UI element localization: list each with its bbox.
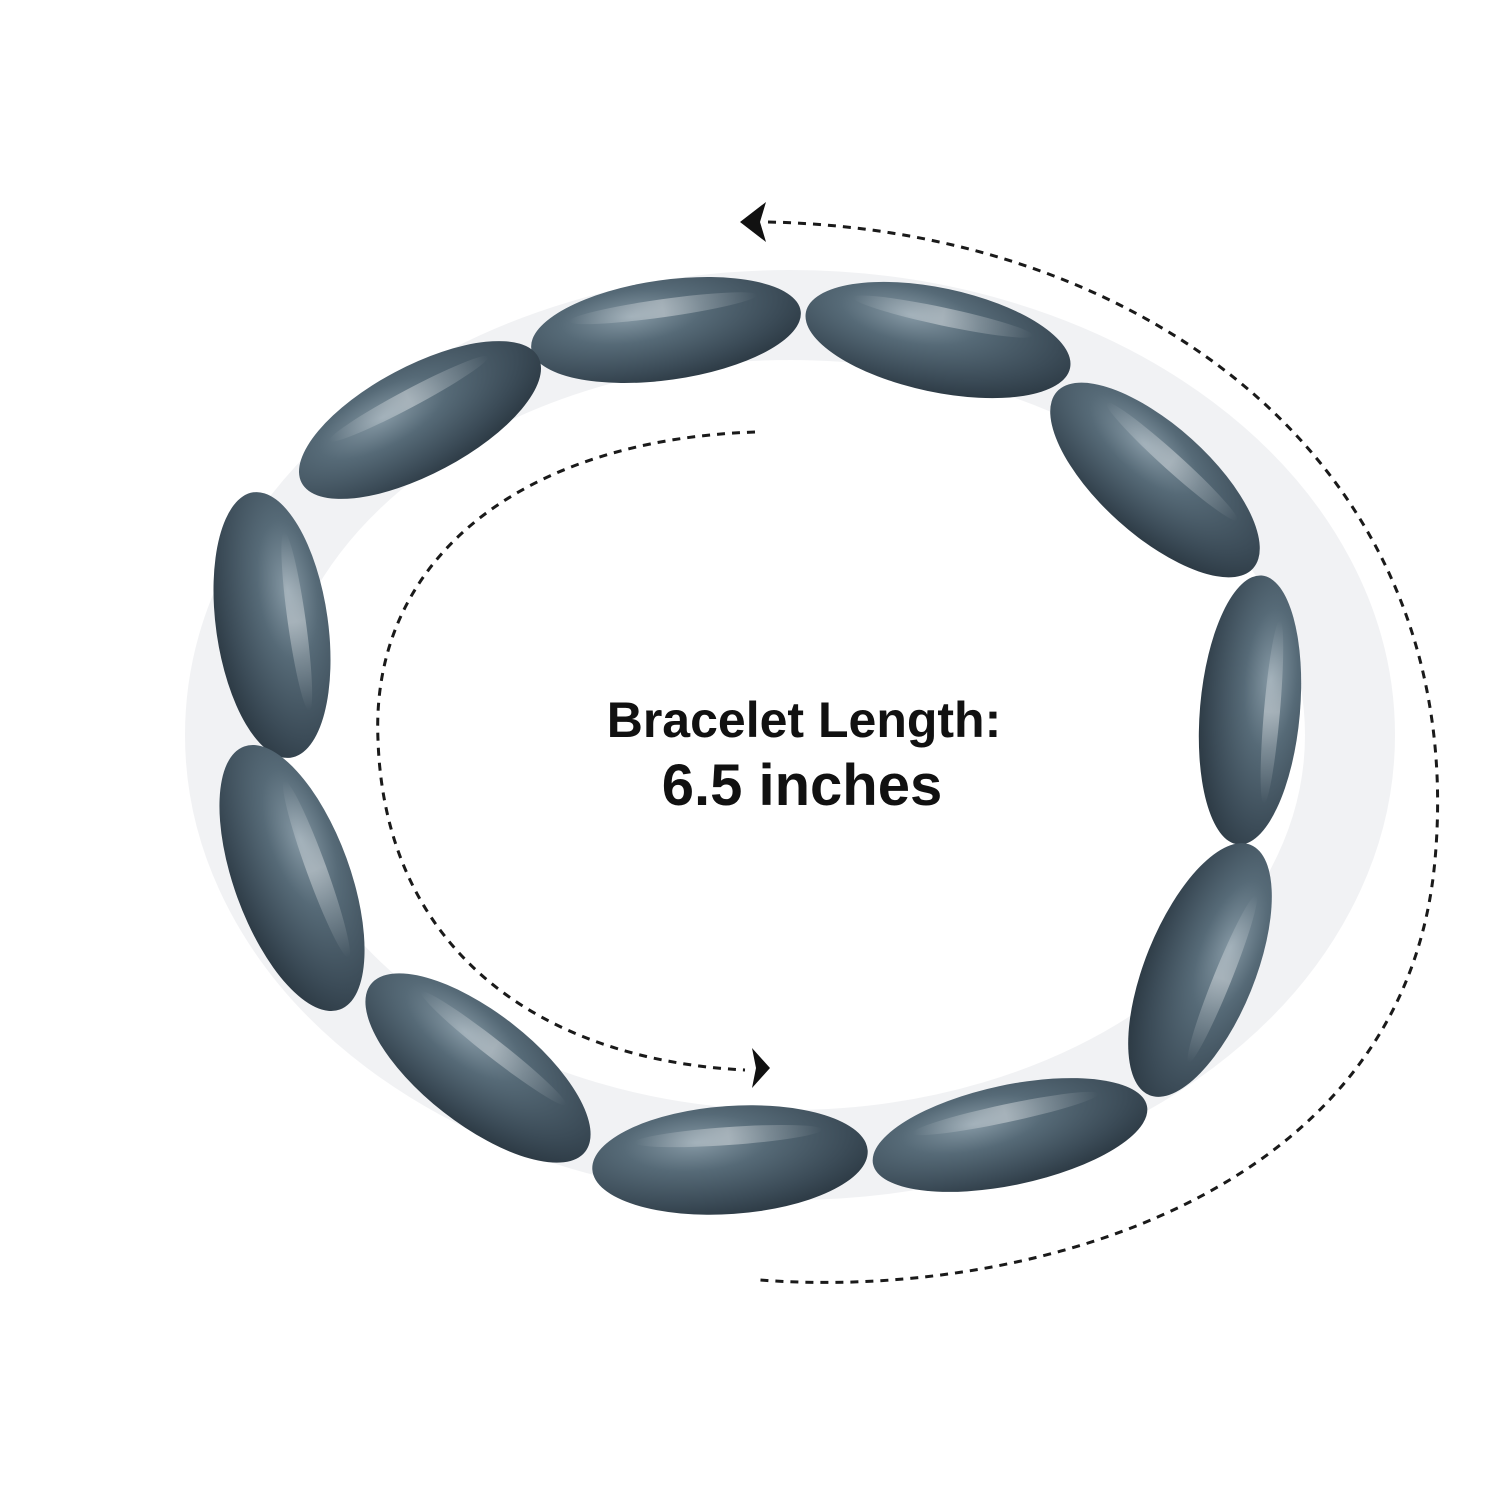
- bead: [531, 276, 801, 384]
- inner-measure-arc: [376, 430, 756, 1072]
- bead: [213, 492, 331, 758]
- bracelet-beads: [213, 276, 1302, 1215]
- bead: [872, 1078, 1148, 1192]
- bead: [1198, 575, 1302, 845]
- bead: [805, 281, 1071, 399]
- bead: [1128, 843, 1272, 1097]
- bead: [365, 973, 591, 1163]
- arrowhead-right-icon: [752, 1048, 770, 1088]
- bead: [298, 341, 542, 499]
- outer-measure-arc: [759, 220, 1440, 1284]
- arrowhead-left-icon: [740, 202, 766, 242]
- bead: [592, 1105, 868, 1215]
- bead: [219, 744, 365, 1012]
- bracelet-length-label: Bracelet Length:: [606, 692, 1002, 748]
- bracelet-length-value: 6.5 inches: [661, 753, 943, 818]
- bead: [1050, 382, 1260, 578]
